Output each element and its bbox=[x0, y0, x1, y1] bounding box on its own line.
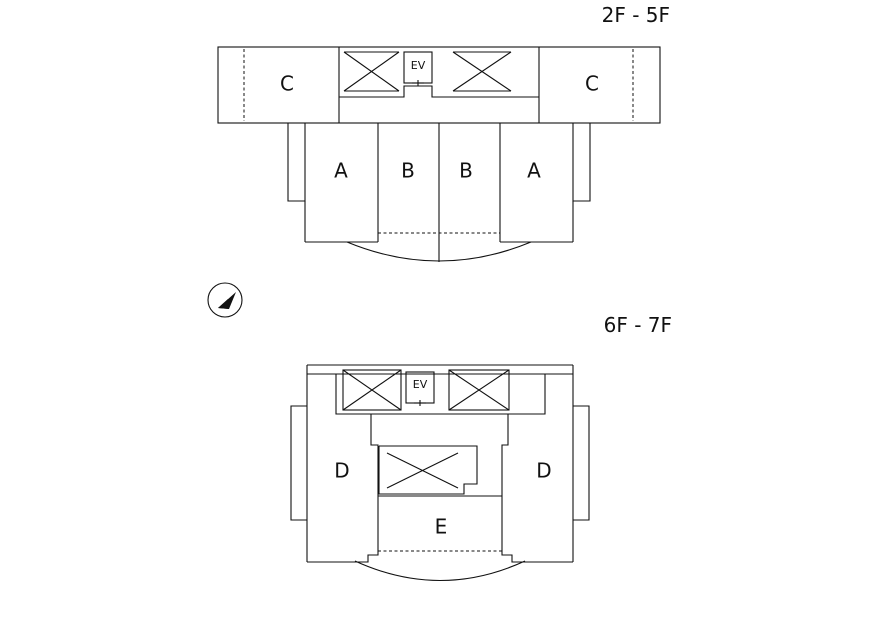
unit-b-right-label: B bbox=[459, 159, 473, 183]
outer-outline-6f-7f bbox=[290, 364, 590, 582]
unit-c-right-label: C bbox=[585, 72, 599, 96]
curved-balcony-6f-7f bbox=[354, 560, 526, 582]
unit-d-right-label: D bbox=[536, 459, 551, 483]
floor-label-2f-5f: 2F - 5F bbox=[602, 3, 670, 27]
floor-label-6f-7f: 6F - 7F bbox=[604, 313, 672, 337]
plan-2f-5f: 2F - 5F EV bbox=[217, 3, 670, 262]
unit-b-left-label: B bbox=[401, 159, 415, 183]
north-arrow-icon bbox=[207, 282, 243, 318]
unit-e-label: E bbox=[435, 515, 448, 539]
core-6f-7f: EV bbox=[335, 369, 546, 551]
curved-balcony bbox=[346, 241, 532, 262]
elevator-label-6f-7f: EV bbox=[413, 378, 428, 391]
unit-c-left-label: C bbox=[280, 72, 294, 96]
core-2f-5f: EV bbox=[339, 51, 539, 98]
lower-body bbox=[287, 123, 591, 262]
plan-6f-7f: 6F - 7F EV bbox=[290, 313, 672, 582]
unit-a-right-label: A bbox=[527, 159, 541, 183]
unit-d-left-label: D bbox=[334, 459, 349, 483]
elevator-label: EV bbox=[411, 59, 426, 72]
unit-a-left-label: A bbox=[334, 159, 348, 183]
